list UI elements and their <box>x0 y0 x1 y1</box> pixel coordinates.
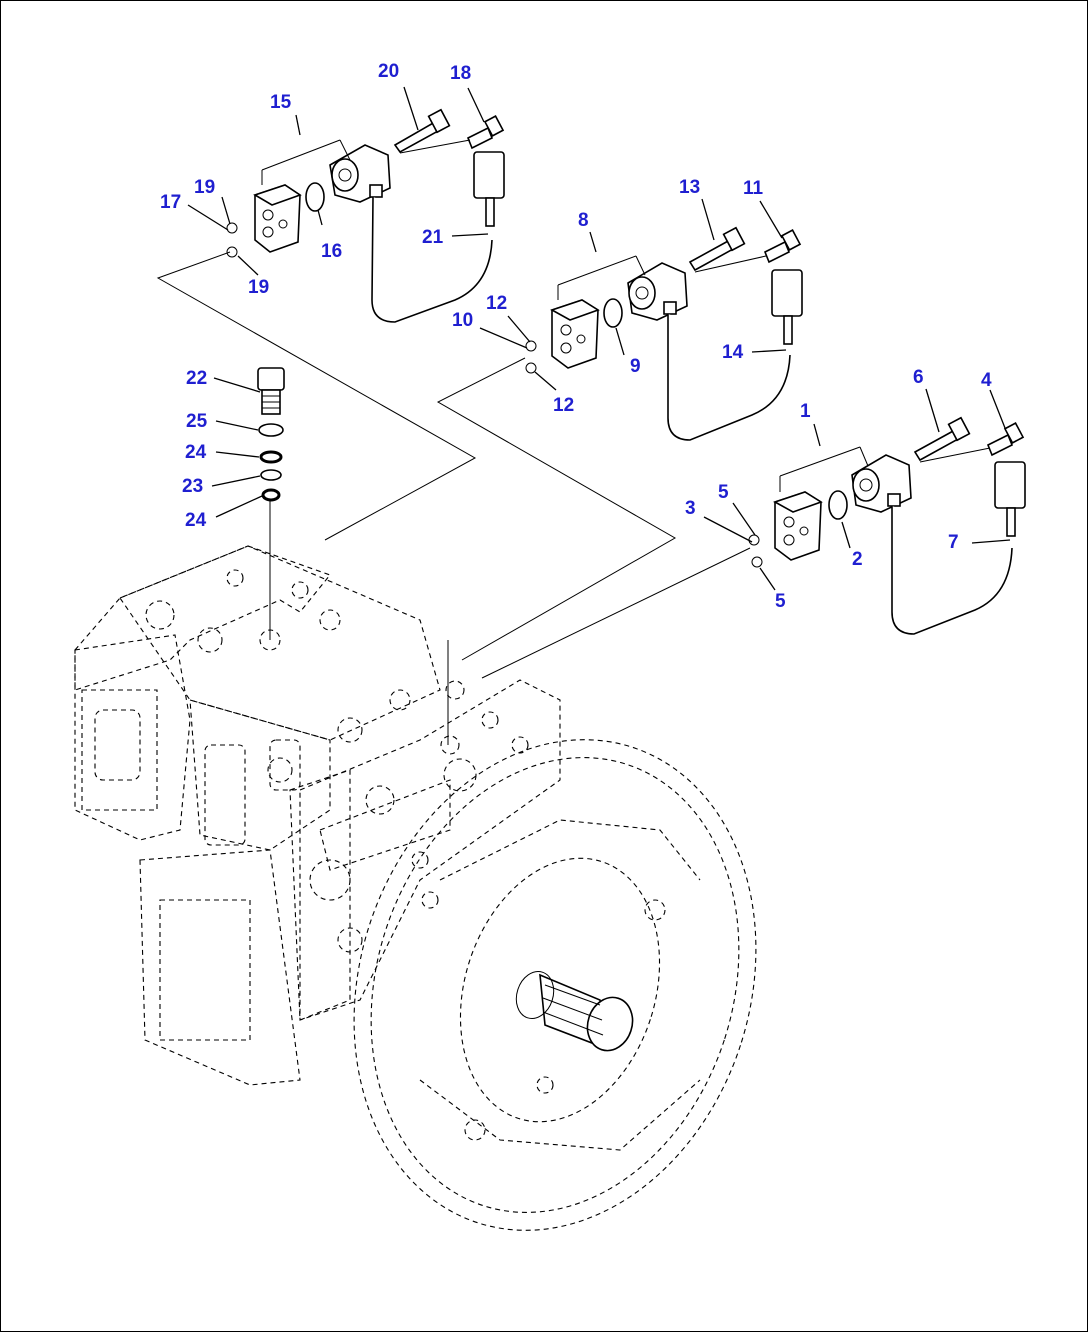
callout-9: 9 <box>630 356 641 377</box>
callout-12-upper: 12 <box>486 293 508 314</box>
callout-5-upper: 5 <box>718 482 729 503</box>
hydraulic-pump-body <box>74 545 561 1086</box>
assembly-route-lines <box>156 251 751 679</box>
callout-23: 23 <box>182 476 204 497</box>
callout-19-upper: 19 <box>194 177 216 198</box>
callout-20: 20 <box>378 61 400 82</box>
splined-shaft <box>515 971 634 1052</box>
callout-24-upper: 24 <box>185 442 207 463</box>
callout-22: 22 <box>186 368 208 389</box>
solenoid-valve-assembly-8 <box>525 226 803 441</box>
flywheel-housing <box>353 739 757 1231</box>
callout-21: 21 <box>422 227 444 248</box>
callout-17: 17 <box>160 192 182 213</box>
callout-15: 15 <box>270 92 292 113</box>
callout-25: 25 <box>186 411 208 432</box>
solenoid-valve-assembly-1 <box>748 416 1026 635</box>
callout-5-lower: 5 <box>775 591 786 612</box>
callout-16: 16 <box>321 241 343 262</box>
callout-12-lower: 12 <box>553 395 575 416</box>
callout-18: 18 <box>450 63 472 84</box>
callout-24-lower: 24 <box>185 510 207 531</box>
callout-8: 8 <box>578 210 589 231</box>
plug-stack <box>257 367 285 502</box>
callout-2: 2 <box>852 549 863 570</box>
callout-10: 10 <box>452 310 474 331</box>
callout-14: 14 <box>722 342 744 363</box>
callout-1: 1 <box>800 401 811 422</box>
callout-3: 3 <box>685 498 696 519</box>
callout-19-lower: 19 <box>248 277 270 298</box>
solenoid-valve-assembly-15 <box>226 108 505 323</box>
callout-4: 4 <box>981 370 992 391</box>
callout-13: 13 <box>679 177 701 198</box>
plug-guide-lines <box>269 500 449 745</box>
callout-7: 7 <box>948 532 959 553</box>
callout-11: 11 <box>743 178 764 199</box>
callout-6: 6 <box>913 367 924 388</box>
leader-lines <box>187 86 1011 591</box>
